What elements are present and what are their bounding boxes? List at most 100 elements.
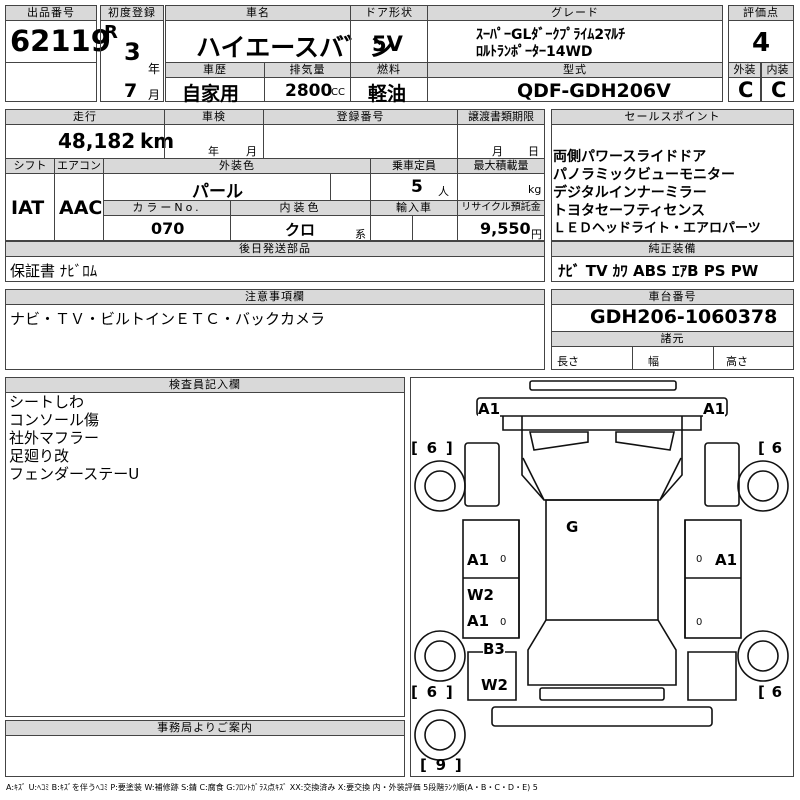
ext-color-divider: [330, 173, 331, 201]
month-value: 7: [124, 80, 138, 102]
interior-box: [761, 77, 794, 102]
exterior-box: [728, 77, 761, 102]
right-rear-fender: [687, 651, 737, 701]
svg-text:0: 0: [500, 617, 506, 628]
import-divider: [412, 215, 413, 241]
sales-point-5: ＬＥＤヘッドライト・エアロパーツ: [553, 221, 761, 236]
transfer-label: 譲渡書類期限: [457, 109, 545, 125]
mark-tire-rr: 6: [771, 683, 783, 701]
displacement-label: 排気量: [264, 62, 351, 78]
car-diagram: 0 0 0 0: [414, 380, 789, 761]
tire-rear-left: [414, 630, 466, 682]
tire-fl-bracket: [6]: [411, 439, 453, 457]
later-items-box: [5, 256, 545, 282]
roof-panel: [545, 499, 659, 621]
color-no-label: カラーNo.: [103, 200, 231, 216]
headlight-left: [529, 431, 589, 451]
side-inner: [518, 520, 686, 638]
max-load-label: 最大積載量: [457, 158, 545, 174]
later-items-value: 保証書 ﾅﾋﾞﾛﾑ: [10, 262, 98, 280]
equipment-value: ﾅﾋﾞ TV ｶﾜ ABS ｴｱB PS PW: [558, 262, 759, 280]
tire-fr-bracket: [6: [758, 439, 789, 457]
shift-label: シフト: [5, 158, 55, 174]
ac-label: エアコン: [54, 158, 104, 174]
front-bumper-top: [529, 380, 677, 391]
mark-front-right: A1: [703, 400, 726, 418]
inspector-line-1: シートしわ: [9, 393, 85, 411]
pillars-front: [522, 457, 682, 501]
svg-text:0: 0: [696, 617, 702, 628]
specs-divider-1: [632, 346, 633, 370]
legend: A:ｷｽﾞ U:ﾍｺﾐ B:ｷｽﾞを伴うﾍｺﾐ P:要塗装 W:補修跡 S:錆 …: [6, 783, 538, 792]
length-label: 長さ: [557, 355, 579, 368]
grade-line-2: ﾛﾙﾄﾗﾝﾎﾟｰﾀｰ14WD: [476, 44, 593, 60]
door-label: ドア形状: [350, 5, 428, 21]
tire-rr-bracket: [6: [758, 683, 789, 701]
mark-left-2: W2: [467, 586, 494, 604]
front-bumper: [476, 397, 728, 417]
inspector-line-5: フェンダーステーU: [9, 465, 140, 483]
transfer-day-unit: 日: [528, 145, 539, 158]
door-value: 5V: [372, 32, 403, 56]
interior-value: C: [771, 78, 787, 102]
mark-front-left: A1: [478, 400, 501, 418]
max-load-unit: kg: [528, 183, 542, 196]
tire-rear-right: [737, 630, 789, 682]
sales-point-1: 両側パワースライドドア: [553, 149, 707, 165]
inspector-line-2: コンソール傷: [9, 411, 100, 429]
tire-front-left: [414, 460, 466, 512]
int-color-unit: 系: [355, 228, 366, 241]
mark-spare: 9: [435, 756, 447, 774]
month-unit: 月: [148, 88, 161, 102]
mark-tire-fr: 6: [771, 439, 783, 457]
rear-section: [527, 619, 677, 686]
front-right-notch: [681, 416, 702, 431]
lot-number: 62119: [10, 24, 111, 58]
height-label: 高さ: [726, 355, 748, 368]
right-side-panel: [684, 519, 742, 639]
model-value: QDF-GDH206V: [517, 80, 671, 102]
capacity-value: 5: [411, 177, 423, 197]
mileage-value: 48,182: [58, 129, 136, 153]
color-no-value: 070: [151, 219, 185, 238]
ext-color-value: パール: [192, 182, 243, 202]
lot-label: 出品番号: [5, 5, 97, 21]
mark-left-1: A1: [467, 551, 490, 569]
mark-left-5: W2: [481, 676, 508, 694]
mark-roof: G: [566, 518, 579, 536]
notes-box: [5, 304, 545, 370]
displacement-unit: CC: [331, 87, 345, 98]
recycle-unit: 円: [531, 228, 542, 241]
equipment-box: [551, 256, 794, 282]
spare-tire: [414, 709, 466, 761]
capacity-unit: 人: [438, 185, 449, 198]
grade-line-1: ｽｰﾊﾟｰGLﾀﾞｰｸﾌﾟﾗｲﾑ2ﾏﾙﾁ: [476, 27, 626, 43]
first-reg-box: [100, 20, 164, 102]
interior-label: 内装: [761, 62, 794, 78]
chassis-label: 車台番号: [551, 289, 794, 305]
mark-right-1: A1: [715, 551, 738, 569]
recycle-box: [457, 215, 545, 241]
reg-no-label: 登録番号: [263, 109, 458, 125]
right-front-fender: [704, 442, 740, 507]
first-reg-label: 初度登録: [100, 5, 164, 21]
model-label: 型式: [427, 62, 723, 78]
car-name-label: 車名: [165, 5, 351, 21]
svg-text:0: 0: [500, 554, 506, 565]
history-value: 自家用: [182, 83, 240, 105]
inspector-line-4: 足廻り改: [9, 447, 70, 465]
left-front-fender: [464, 442, 500, 507]
sales-box: [551, 124, 794, 241]
history-label: 車歴: [165, 62, 265, 78]
int-color-value: クロ: [285, 221, 316, 239]
mileage-label: 走行: [5, 109, 165, 125]
sales-point-2: パノラミックビューモニター: [553, 167, 735, 183]
notes-label: 注意事項欄: [5, 289, 545, 305]
inspection-label: 車検: [164, 109, 264, 125]
office-label: 事務局よりご案内: [5, 720, 405, 736]
transfer-month-unit: 月: [492, 145, 503, 158]
sales-label: セールスポイント: [551, 109, 794, 125]
tire-front-right: [737, 460, 789, 512]
fuel-label: 燃料: [350, 62, 428, 78]
inspection-month-unit: 月: [246, 145, 257, 158]
